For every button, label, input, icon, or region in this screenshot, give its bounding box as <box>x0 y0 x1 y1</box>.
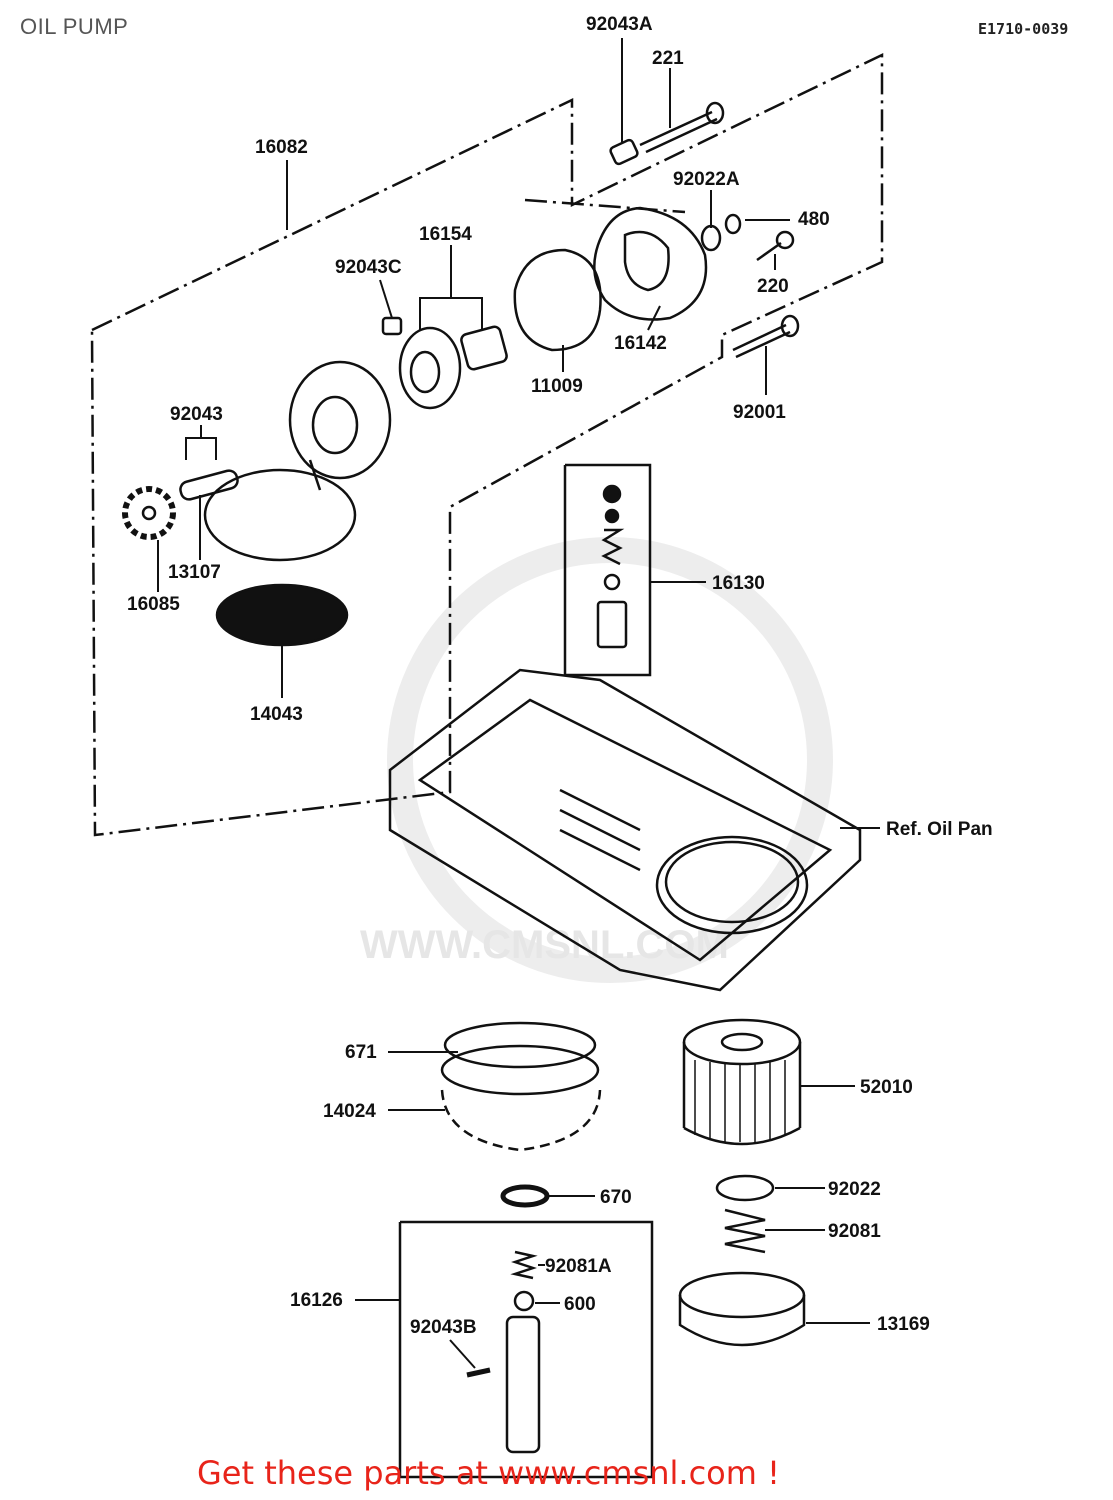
part-label: 52010 <box>860 1077 913 1098</box>
part-label: 11009 <box>531 376 583 397</box>
circlip-480-drawing <box>724 213 742 235</box>
part-label: 16154 <box>419 224 472 245</box>
part-label: 221 <box>652 48 684 69</box>
part-label: Ref. Oil Pan <box>886 819 993 840</box>
part-label: 600 <box>564 1294 596 1315</box>
part-label: 13107 <box>168 562 221 583</box>
oring-670-drawing <box>500 1184 550 1208</box>
part-label: 16082 <box>255 137 308 158</box>
relief-valve-parts-drawing <box>466 1250 541 1454</box>
spring-92081-drawing <box>724 1208 766 1254</box>
oil-screen-14043-drawing <box>215 583 349 647</box>
leader-92043-bracket <box>185 437 217 460</box>
diagram-code: E1710-0039 <box>978 20 1069 38</box>
part-label: 480 <box>798 209 830 230</box>
shaft-13107-drawing <box>179 469 239 501</box>
leader-16154-bracket <box>419 297 483 330</box>
filter-cover-13169-drawing <box>678 1271 806 1347</box>
part-label: 16130 <box>712 573 765 594</box>
bolt-92001-drawing <box>732 314 800 359</box>
part-label: 670 <box>600 1187 632 1208</box>
washer-92022-drawing <box>715 1174 775 1202</box>
part-label: 13169 <box>877 1314 930 1335</box>
part-label: 16142 <box>614 333 667 354</box>
oil-pump-group-outline <box>90 53 884 837</box>
part-labels: 92043A 221 16082 92022A 480 16154 92043C… <box>127 14 993 1338</box>
leader-92043c <box>379 279 393 319</box>
gasket-11009-drawing <box>513 248 602 352</box>
leader-lines <box>157 38 880 1369</box>
parts-drawing <box>122 101 862 1454</box>
rotor-set-drawing <box>398 325 508 410</box>
bolt-221-drawing <box>639 101 725 154</box>
diagram-title: OIL PUMP <box>20 14 129 39</box>
group-boundaries <box>90 53 884 1479</box>
part-label: 14043 <box>250 704 303 725</box>
watermark-text: WWW.CMSNL.COM <box>360 923 729 967</box>
pump-body-drawing <box>203 360 392 562</box>
bypass-valve-parts-drawing <box>596 484 628 649</box>
part-label: 16085 <box>127 594 180 615</box>
part-label: 92022 <box>828 1179 881 1200</box>
oil-pan-drawing <box>388 668 862 992</box>
washer-92022a-drawing <box>700 224 722 252</box>
part-label: 14024 <box>323 1101 376 1122</box>
pump-cover-drawing <box>593 206 708 321</box>
dowel-92043c-drawing <box>381 316 403 336</box>
part-label: 220 <box>757 276 789 297</box>
part-label: 92043 <box>170 404 223 425</box>
relief-valve-group-outline <box>398 1220 654 1479</box>
parts-link-banner[interactable]: Get these parts at www.cmsnl.com ! <box>197 1454 780 1492</box>
part-label: 92081A <box>545 1256 612 1277</box>
part-label: 92022A <box>673 169 740 190</box>
watermark: WWW.CMSNL.COM <box>360 537 833 983</box>
bolt-220-drawing <box>756 230 795 262</box>
part-label: 92081 <box>828 1221 881 1242</box>
filter-base-14024-drawing <box>440 1021 602 1152</box>
leader-16142 <box>647 305 661 331</box>
part-label: 92043A <box>586 14 653 35</box>
part-label: 671 <box>345 1042 377 1063</box>
bypass-valve-group-outline <box>563 463 652 677</box>
leader-92043b <box>449 1339 476 1369</box>
sprocket-16085-drawing <box>122 486 176 540</box>
part-label: 92001 <box>733 402 786 423</box>
part-label: 16126 <box>290 1290 343 1311</box>
part-label: 92043B <box>410 1317 477 1338</box>
cover-guide-line <box>524 198 686 214</box>
part-label: 92043C <box>335 257 402 278</box>
dowel-92043a-drawing <box>609 138 639 166</box>
oil-filter-52010-drawing <box>682 1018 802 1146</box>
